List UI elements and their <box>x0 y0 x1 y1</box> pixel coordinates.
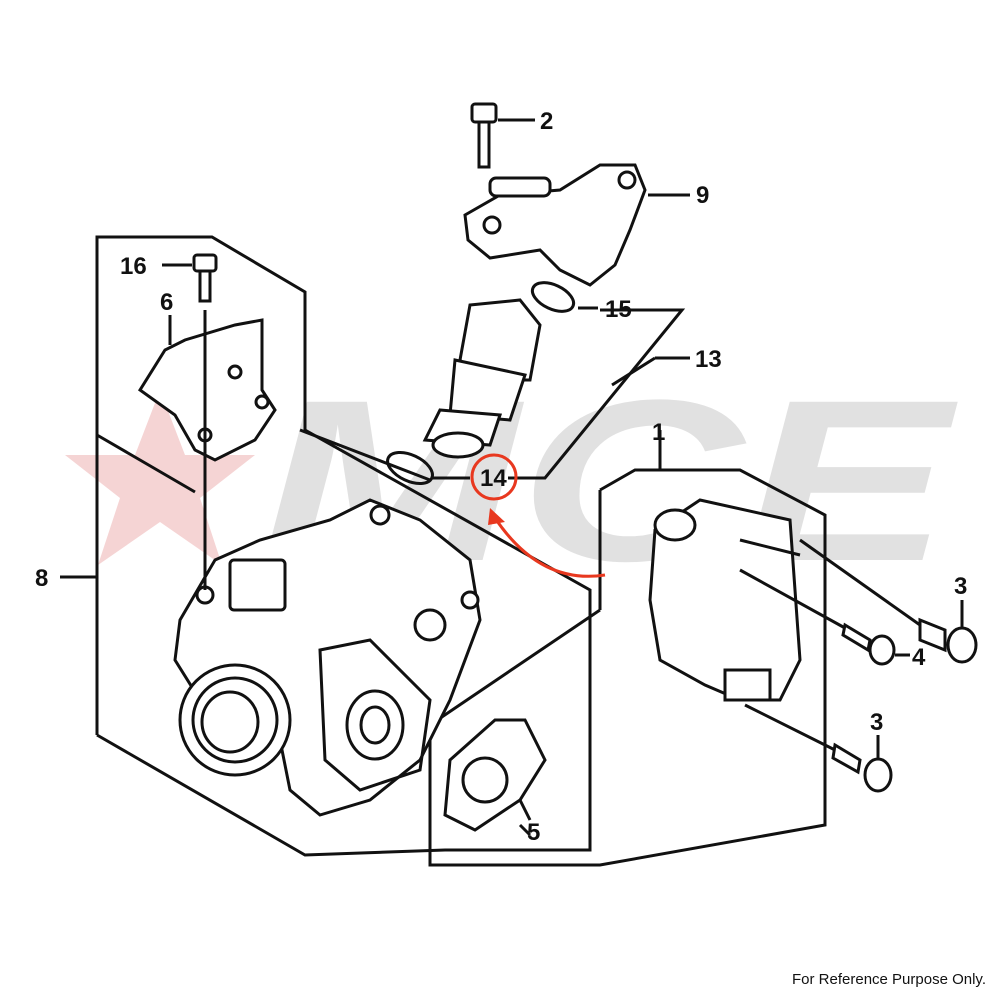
sensor-unit-1 <box>648 498 802 702</box>
callout-5: 5 <box>527 819 540 846</box>
callout-16: 16 <box>120 253 147 280</box>
highlight-arrowhead <box>488 508 505 525</box>
callout-6: 6 <box>160 289 173 316</box>
bolt-16 <box>162 253 218 303</box>
seal-14 <box>386 450 470 486</box>
highlight-arrow <box>493 517 606 578</box>
callout-14: 14 <box>480 465 507 492</box>
bracket-6 <box>137 310 277 590</box>
screw-3-lower <box>744 703 893 793</box>
highlight-14 <box>470 453 606 578</box>
callout-3-lower: 3 <box>870 709 883 736</box>
callout-1: 1 <box>652 419 665 446</box>
injector-outline-13 <box>508 308 690 480</box>
highlight-circle <box>470 453 518 501</box>
callout-13: 13 <box>695 346 722 373</box>
callout-3-upper: 3 <box>954 573 967 600</box>
o-ring-15 <box>530 281 598 313</box>
leader-lines <box>60 315 532 837</box>
callout-4: 4 <box>912 644 926 671</box>
sensor-9 <box>463 163 690 287</box>
reference-disclaimer: For Reference Purpose Only. <box>792 971 986 988</box>
assembly-outline-8 <box>95 235 592 857</box>
callout-9: 9 <box>696 182 709 209</box>
callout-8: 8 <box>35 565 48 592</box>
screw-4 <box>739 568 910 666</box>
injector-13 <box>422 298 542 459</box>
screw-3-upper <box>799 538 978 664</box>
sensor-outline-1 <box>428 430 827 867</box>
watermark-star <box>65 390 255 565</box>
throttle-body <box>173 498 482 817</box>
callout-15: 15 <box>605 296 632 323</box>
gasket-5 <box>443 718 547 832</box>
callout-2: 2 <box>540 108 553 135</box>
bolt-2 <box>470 102 535 169</box>
